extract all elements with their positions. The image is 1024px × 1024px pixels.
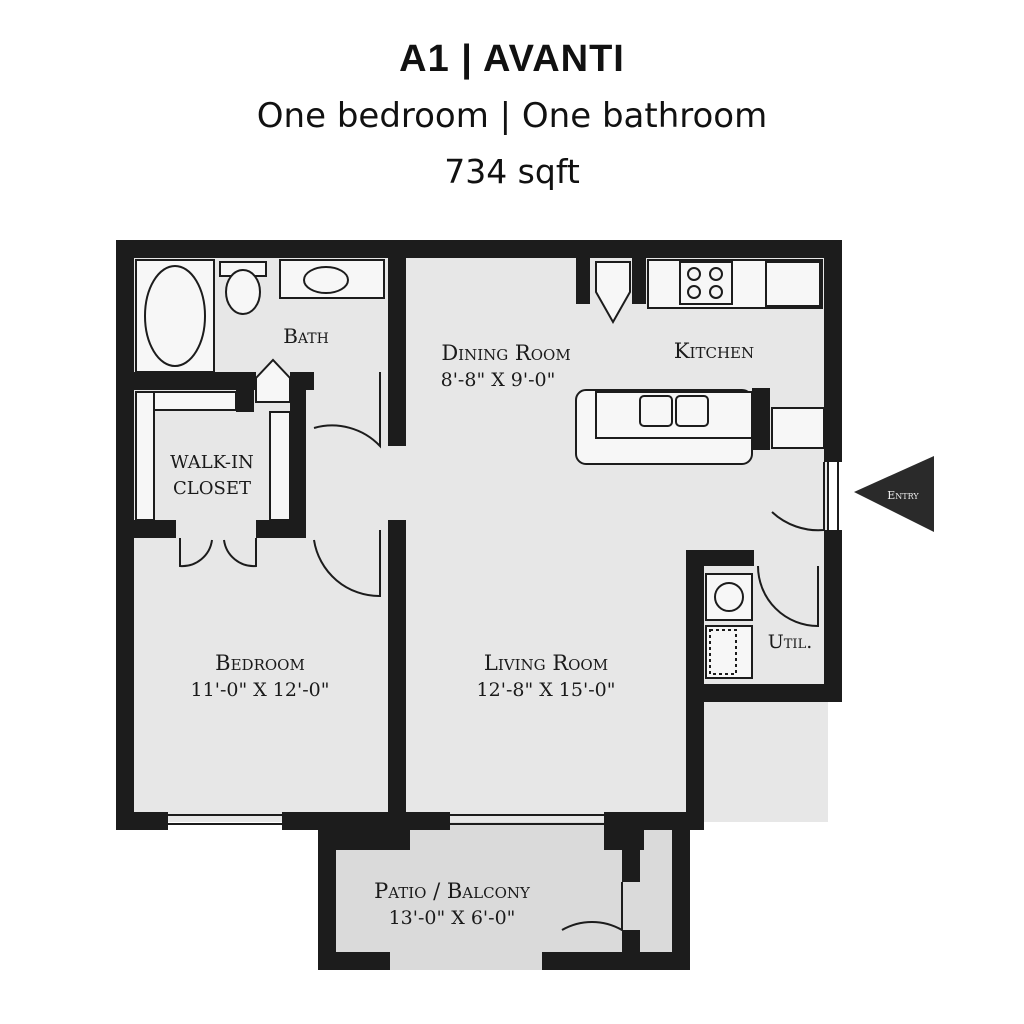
main-floor [128,252,828,822]
dining-room-dims: 8'-8" X 9'-0" [441,369,556,391]
entry-label: Entry [887,489,919,502]
door-swings [179,372,825,932]
util-fixtures [705,573,753,679]
bath-fixtures [135,259,385,403]
kitchen-fixtures [575,259,825,465]
entry-marker: Entry [854,456,934,532]
closet-label-line1: WALK-IN [170,452,254,473]
kitchen-label: Kitchen [674,339,754,363]
bedroom-label: Bedroom [215,651,305,675]
closet-shelves [135,391,291,521]
plan-title: A1 | AVANTI [399,38,625,80]
patio-dims: 13'-0" X 6'-0" [389,907,516,929]
room-labels: Bath Dining Room 8'-8" X 9'-0" Kitchen W… [170,324,812,929]
windows [168,462,839,825]
closet-label-line2: CLOSET [173,478,251,499]
bedroom-dims: 11'-0" X 12'-0" [191,679,330,701]
plan-sqft: 734 sqft [444,152,580,191]
entry-arrow [854,456,934,532]
plan-subtitle: One bedroom | One bathroom [256,96,768,136]
util-label: Util. [768,631,813,653]
patio-label: Patio / Balcony [374,879,531,903]
walls [116,240,842,970]
living-room-dims: 12'-8" X 15'-0" [477,679,616,701]
bath-label: Bath [283,324,329,348]
dining-room-label: Dining Room [441,341,570,365]
living-room-label: Living Room [484,651,608,675]
